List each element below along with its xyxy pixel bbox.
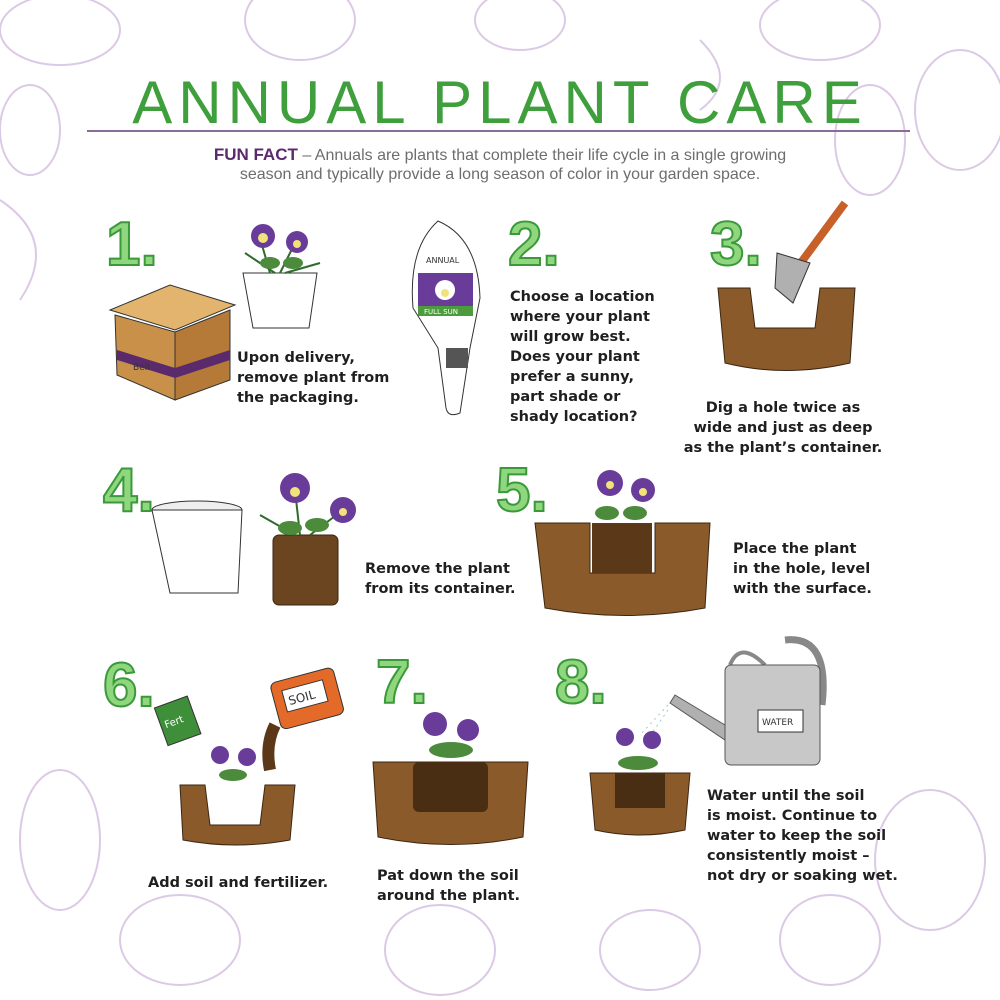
- step-2-number: 2.: [507, 210, 561, 279]
- step-6-text: Add soil and fertilizer.: [148, 875, 329, 891]
- step-1-text: Upon delivery, remove plant from the pac…: [237, 350, 390, 406]
- page-title: ANNUAL PLANT CARE: [132, 69, 868, 136]
- empty-pot-illustration: [151, 500, 243, 594]
- step-1-number: 1.: [105, 210, 159, 279]
- fun-fact-line2: season and typically provide a long seas…: [239, 166, 761, 183]
- adding-soil-illustration: SOIL Fert: [153, 667, 344, 846]
- step-6-number: 6.: [102, 651, 156, 720]
- root-ball-plant-illustration: [259, 473, 356, 606]
- step-5-text: Place the plant in the hole, level with …: [733, 541, 872, 597]
- step-5-number: 5.: [495, 456, 549, 525]
- title-divider: [87, 130, 910, 132]
- fun-fact-dash: –: [302, 147, 312, 164]
- step-3-text: Dig a hole twice as wide and just as dee…: [683, 400, 883, 456]
- step-7-text: Pat down the soil around the plant.: [377, 868, 521, 904]
- box-label: Bell: [133, 363, 150, 373]
- fun-fact: FUN FACT – Annuals are plants that compl…: [0, 145, 1000, 184]
- planted-in-hole-illustration: [534, 470, 711, 616]
- step-4-text: Remove the plant from its container.: [365, 561, 516, 597]
- step-3-number: 3.: [709, 210, 763, 279]
- potted-pansy-illustration: [242, 224, 321, 329]
- watering-can-label: WATER: [762, 718, 793, 728]
- watering-illustration: WATER: [589, 636, 827, 836]
- shipping-box-illustration: Bell: [108, 284, 237, 401]
- step-8-number: 8.: [554, 648, 608, 717]
- fun-fact-line1: Annuals are plants that complete their l…: [314, 147, 787, 164]
- step-8-text: Water until the soil is moist. Continue …: [707, 788, 898, 884]
- step-7-number: 7.: [375, 648, 429, 717]
- patted-soil-illustration: [372, 712, 529, 845]
- tag-label: ANNUAL: [426, 256, 460, 265]
- dug-hole-illustration: [717, 200, 856, 371]
- fun-fact-label: FUN FACT: [213, 145, 298, 164]
- tag-sun-label: FULL SUN: [424, 308, 458, 316]
- soil-bag-label: SOIL: [287, 687, 317, 708]
- step-2-text: Choose a location where your plant will …: [510, 289, 655, 425]
- plant-tag-illustration: ANNUAL FULL SUN: [411, 220, 481, 416]
- step-4-number: 4.: [102, 456, 156, 525]
